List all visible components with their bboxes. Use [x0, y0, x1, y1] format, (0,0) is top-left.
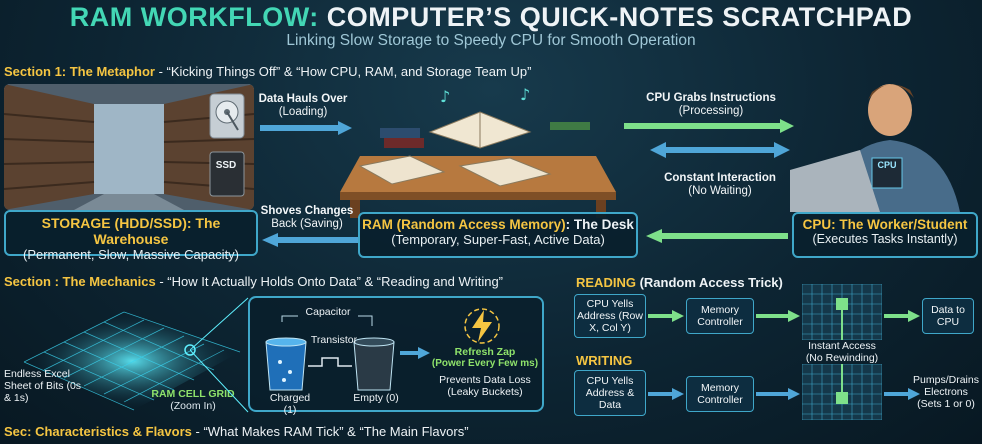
ram-box: RAM (Random Access Memory): The Desk (Te…: [358, 212, 638, 258]
arrow-write-1: [648, 388, 684, 400]
writing-heading: WRITING: [576, 353, 633, 368]
bit-grid-illustration: [23, 311, 241, 411]
arrow-bidirectional: [650, 142, 790, 158]
arrow-right-load: [260, 121, 352, 135]
arrow-left-saving: [262, 233, 358, 247]
page-title: RAM WORKFLOW: COMPUTER’S QUICK-NOTES SCR…: [69, 2, 913, 32]
constant-interaction-label: Constant Interaction(No Waiting): [664, 172, 776, 197]
storage-box: STORAGE (HDD/SSD): The Warehouse (Perman…: [4, 210, 258, 262]
reading-memory-controller: Memory Controller: [686, 298, 754, 334]
arrow-read-3: [884, 310, 920, 322]
transistor-label: Transistor: [310, 334, 358, 346]
arrow-read-1: [648, 310, 684, 322]
library-shelves-icon: [4, 84, 254, 210]
reading-cpu-address-box: CPU Yells Address (Row X, Col Y): [574, 294, 646, 338]
writing-memory-controller: Memory Controller: [686, 376, 754, 412]
cpu-chip-label: CPU: [877, 160, 897, 170]
student-illustration: [790, 70, 980, 212]
arrow-write-2: [756, 388, 800, 400]
arrow-read-2: [756, 310, 800, 322]
lightning-bolt-icon: [464, 308, 500, 344]
refresh-zap-label: Refresh Zap(Power Every Few ms): [431, 346, 539, 369]
bit-grid-caption: Endless Excel Sheet of Bits (0s & 1s): [4, 368, 82, 404]
writing-memory-grid: [802, 364, 882, 420]
student-at-laptop-icon: [790, 84, 960, 212]
ram-cell-grid-label: RAM CELL GRID(Zoom In): [151, 388, 235, 412]
writing-cpu-address-box: CPU Yells Address & Data: [574, 370, 646, 416]
arrow-write-3: [884, 388, 920, 400]
capacitor-buckets-icon: [265, 315, 395, 391]
section3-heading: Sec: Characteristics & Flavors - “What M…: [4, 424, 469, 439]
ssd-label: SSD: [215, 160, 237, 171]
page-subtitle: Linking Slow Storage to Speedy CPU for S…: [286, 32, 696, 49]
cpu-box: CPU: The Worker/Student (Executes Tasks …: [792, 212, 978, 258]
arrow-right-processing: [624, 119, 794, 133]
reading-memory-grid: [802, 284, 882, 340]
cpu-grabs-label: CPU Grabs Instructions(Processing): [646, 92, 776, 117]
svg-text:♪: ♪: [520, 85, 530, 104]
section1-heading: Section 1: The Metaphor - “Kicking Thing…: [4, 64, 532, 79]
pumps-drains-label: Pumps/Drains Electrons(Sets 1 or 0): [913, 374, 979, 410]
desk-illustration: ♪ ♪: [340, 82, 616, 218]
reading-heading: READING (Random Access Trick): [576, 275, 783, 290]
empty-label: Empty (0): [353, 392, 399, 404]
svg-text:♪: ♪: [440, 87, 450, 106]
capacitor-label: Capacitor: [305, 306, 351, 318]
charged-label: Charged (1): [269, 392, 311, 416]
section2-heading: Section : The Mechanics - “How It Actual…: [4, 274, 504, 289]
arrow-left-results: [646, 229, 788, 243]
data-to-cpu-box: Data to CPU: [922, 298, 974, 334]
books-on-desk-icon: ♪ ♪: [340, 85, 616, 218]
arrow-to-refresh: [400, 347, 430, 359]
instant-access-label: Instant Access(No Rewinding): [805, 340, 879, 364]
hdd-icon: [209, 93, 245, 197]
zoom-lines: [190, 297, 249, 413]
prevents-data-loss-label: Prevents Data Loss(Leaky Buckets): [439, 374, 531, 398]
data-hauls-label: Data Hauls Over(Loading): [258, 93, 348, 118]
